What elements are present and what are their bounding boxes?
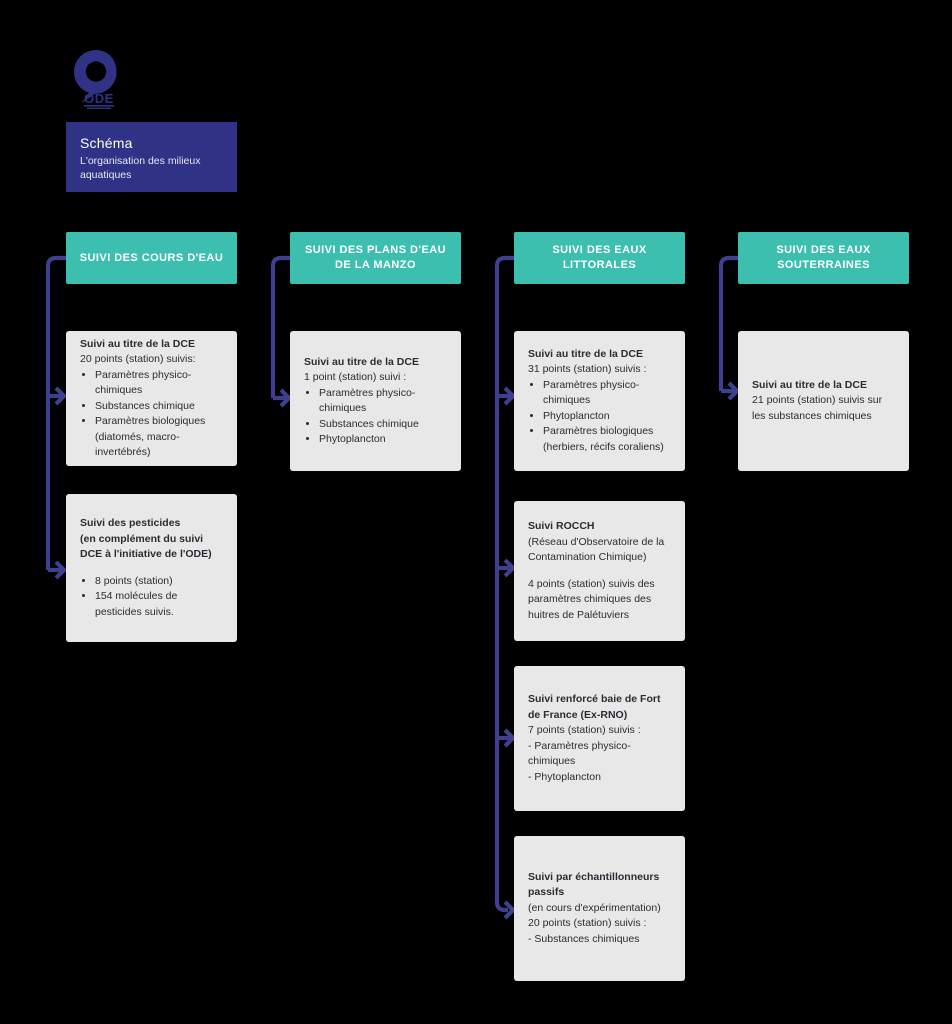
schema-banner-subtitle: L'organisation des milieux aquatiques [80, 155, 201, 181]
arrowhead-col1-box1 [54, 386, 67, 406]
spacer [528, 566, 671, 577]
box-plans-eau-dce[interactable]: Suivi au titre de la DCE 1 point (statio… [290, 331, 461, 471]
bullet-item: Phytoplancton [543, 409, 671, 425]
arrowhead-col3-box2 [503, 558, 516, 578]
box-littorales-rocch[interactable]: Suivi ROCCH (Réseau d'Observatoire de la… [514, 501, 685, 641]
bullet-item: 154 molécules de pesticides suivis. [95, 589, 223, 620]
bullet-item: Substances chimique [319, 417, 447, 433]
column-header-eaux-souterraines[interactable]: SUIVI DES EAUX SOUTERRAINES [738, 232, 909, 284]
box-bullets: Paramètres physico-chimiques Substances … [304, 386, 447, 448]
column-eaux-littorales: SUIVI DES EAUX LITTORALES [514, 232, 685, 284]
schema-banner-title: Schéma [80, 135, 133, 151]
column-header-eaux-littorales[interactable]: SUIVI DES EAUX LITTORALES [514, 232, 685, 284]
box-line: 4 points (station) suivis des paramètres… [528, 577, 655, 621]
box-littorales-echantillonneurs[interactable]: Suivi par échantillonneurs passifs (en c… [514, 836, 685, 981]
box-title: Suivi ROCCH [528, 520, 595, 532]
connector-spine-col4 [718, 255, 738, 391]
connector-spine-col3 [494, 255, 514, 913]
box-subtitle: 31 points (station) suivis : [528, 363, 647, 376]
arrowhead-col1-box2 [54, 560, 67, 580]
arrowhead-col2-box1 [279, 388, 292, 408]
box-bullets: Paramètres physico-chimiques Substances … [80, 368, 223, 461]
arrowhead-col4-box1 [727, 381, 740, 401]
box-title: Suivi au titre de la DCE [80, 337, 195, 350]
box-title: Suivi renforcé baie de Fort de France (E… [528, 693, 661, 721]
box-title-extra: (en complément du suivi DCE à l'initiati… [80, 532, 212, 561]
box-line: - Substances chimiques [528, 932, 640, 945]
arrowhead-col3-box3 [503, 728, 516, 748]
box-subtitle: (en cours d'expérimentation) [528, 901, 661, 914]
connector-spine-col1 [45, 255, 66, 570]
box-title: Suivi au titre de la DCE [304, 355, 419, 368]
bullet-item: Paramètres physico-chimiques [95, 368, 223, 399]
box-littorales-dce[interactable]: Suivi au titre de la DCE 31 points (stat… [514, 331, 685, 471]
schema-banner: Schéma L'organisation des milieux aquati… [66, 122, 237, 192]
column-plans-eau: SUIVI DES PLANS D'EAU DE LA MANZO [290, 232, 461, 284]
box-subtitle: 1 point (station) suivi : [304, 371, 407, 383]
box-cours-eau-dce[interactable]: Suivi au titre de la DCE 20 points (stat… [66, 331, 237, 466]
ode-logo: ODE [68, 48, 130, 110]
bullet-item: Paramètres physico-chimiques [543, 378, 671, 409]
column-cours-eau: SUIVI DES COURS D'EAU [66, 232, 237, 284]
arrowhead-col3-box4 [503, 900, 516, 920]
box-title: Suivi des pesticides [80, 517, 181, 529]
box-subtitle: 7 points (station) suivis : [528, 724, 641, 736]
bullet-item: Paramètres biologiques (diatomés, macro-… [95, 414, 223, 461]
bullet-item: Paramètres physico-chimiques [319, 386, 447, 417]
bullet-item: Phytoplancton [319, 432, 447, 448]
spacer [80, 563, 223, 574]
box-title: Suivi au titre de la DCE [528, 347, 643, 360]
box-line: - Paramètres physico-chimiques [528, 739, 631, 768]
box-title: Suivi par échantillonneurs passifs [528, 870, 660, 899]
svg-text:ODE: ODE [84, 91, 114, 106]
connector-spine-col2 [270, 255, 290, 398]
bullet-item: 8 points (station) [95, 574, 223, 590]
column-header-plans-eau[interactable]: SUIVI DES PLANS D'EAU DE LA MANZO [290, 232, 461, 284]
box-line: 20 points (station) suivis : [528, 917, 647, 930]
box-title: Suivi au titre de la DCE [752, 378, 867, 391]
box-line: - Phytoplancton [528, 770, 601, 783]
box-bullets: 8 points (station) 154 molécules de pest… [80, 574, 223, 621]
box-bullets: Paramètres physico-chimiques Phytoplanct… [528, 378, 671, 456]
box-subtitle: (Réseau d'Observatoire de la Contaminati… [528, 535, 665, 564]
box-subtitle: 20 points (station) suivis: [80, 353, 196, 365]
box-subtitle: 21 points (station) suivis sur les subst… [752, 394, 883, 422]
column-header-cours-eau[interactable]: SUIVI DES COURS D'EAU [66, 232, 237, 284]
bullet-item: Paramètres biologiques (herbiers, récifs… [543, 424, 671, 455]
box-souterraines-dce[interactable]: Suivi au titre de la DCE 21 points (stat… [738, 331, 909, 471]
bullet-item: Substances chimique [95, 399, 223, 415]
column-eaux-souterraines: SUIVI DES EAUX SOUTERRAINES [738, 232, 909, 284]
box-cours-eau-pesticides[interactable]: Suivi des pesticides (en complément du s… [66, 494, 237, 642]
box-littorales-baie-fdf[interactable]: Suivi renforcé baie de Fort de France (E… [514, 666, 685, 811]
arrowhead-col3-box1 [503, 386, 516, 406]
